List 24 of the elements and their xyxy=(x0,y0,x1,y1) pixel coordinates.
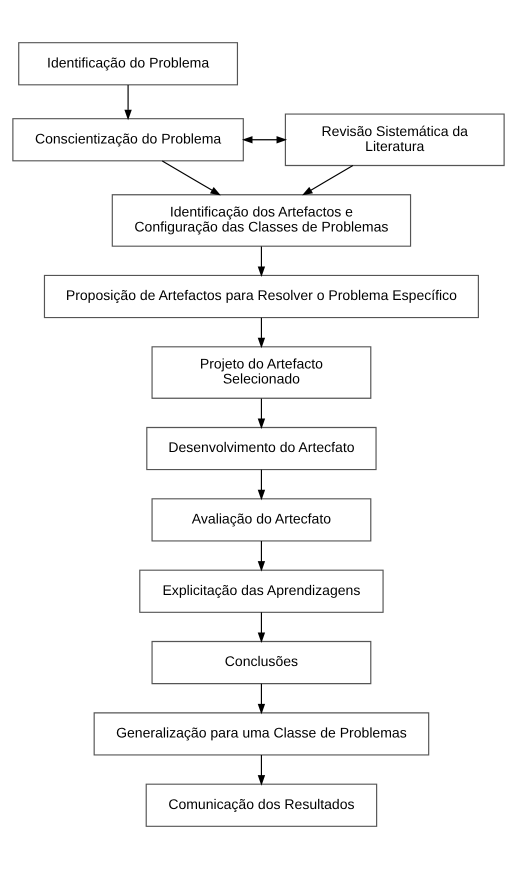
node-box: Explicitação das Aprendizagens xyxy=(139,570,384,613)
arrow xyxy=(258,612,266,644)
arrow xyxy=(258,470,266,500)
arrow xyxy=(162,160,221,196)
node-box: Identificação dos Artefactos e Configuração das Classes de Problemas xyxy=(112,194,412,247)
node-box: Conclusões xyxy=(151,640,372,684)
node-box: Desenvolvimento do Artecfato xyxy=(146,426,377,470)
arrow xyxy=(258,318,266,348)
node-box: Revisão Sistemática da Literatura xyxy=(284,113,505,166)
arrow xyxy=(258,684,266,714)
arrow xyxy=(258,246,266,278)
node-box: Comunicação dos Resultados xyxy=(146,784,378,827)
arrow xyxy=(258,541,266,572)
node-box: Identificação do Problema xyxy=(18,42,238,86)
node-box: Projeto do Artefacto Selecionado xyxy=(151,346,372,399)
arrow xyxy=(302,165,354,196)
node-box: Avaliação do Artecfato xyxy=(151,498,372,542)
arrow xyxy=(258,398,266,430)
arrow xyxy=(242,136,288,144)
node-box: Proposição de Artefactos para Resolver o Problema Específico xyxy=(44,274,479,318)
node-box: Conscientização do Problema xyxy=(12,118,244,162)
node-box: Generalização para uma Classe de Problemas xyxy=(94,712,430,756)
arrow xyxy=(124,85,132,120)
arrow xyxy=(258,755,266,786)
